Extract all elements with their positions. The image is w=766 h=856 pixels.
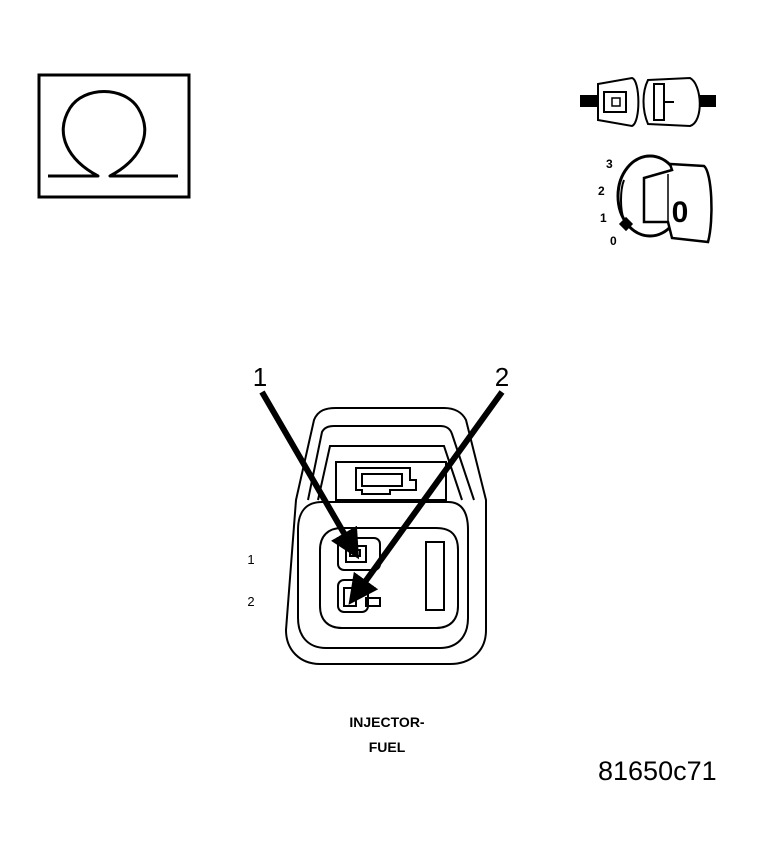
connector-inner-face: [297, 501, 469, 649]
callout-label-1: 1: [253, 362, 267, 392]
pin-label-1: 1: [247, 552, 254, 567]
figure-id: 81650c71: [598, 756, 717, 786]
callout-arrow-2: [348, 390, 505, 605]
pin-label-2: 2: [247, 594, 254, 609]
connector-collar-1: [307, 425, 475, 501]
connector-outer-shell: [284, 407, 487, 665]
connector-caption-line-2: FUEL: [368, 739, 406, 755]
ignition-switch-icon: 0 3 2 1 0: [598, 154, 713, 248]
ignition-position-0: 0: [610, 234, 617, 248]
callout-arrow-1: [259, 390, 360, 560]
terminal-keyway: [425, 541, 445, 611]
connector-collar-2: [317, 445, 463, 501]
ohmmeter-icon: [37, 73, 191, 199]
connector-disconnect-icon: [580, 76, 716, 128]
ignition-position-3: 3: [606, 157, 613, 171]
connector-caption-line-1: INJECTOR-: [349, 714, 425, 730]
ignition-position-1: 1: [600, 211, 607, 225]
key-label: 0: [672, 196, 689, 229]
connector-lock-tab: [335, 461, 447, 501]
callout-label-2: 2: [495, 362, 509, 392]
injector-connector: [284, 407, 487, 665]
ignition-position-2: 2: [598, 184, 605, 198]
